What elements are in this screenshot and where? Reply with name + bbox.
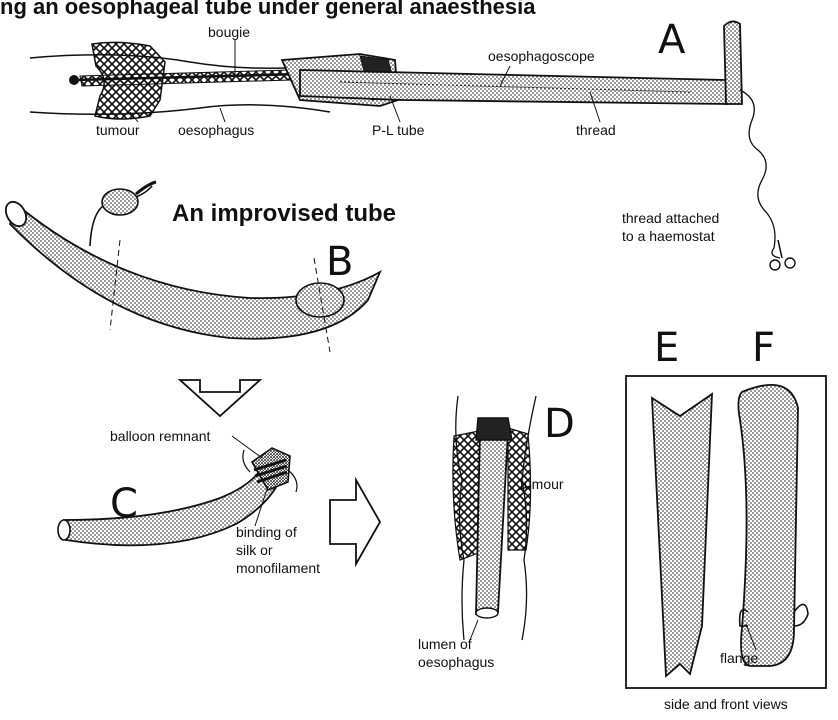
hanging-thread: [740, 90, 780, 258]
label-lumen-1: lumen of: [418, 636, 472, 653]
d-tube-body: [476, 430, 508, 614]
label-oesophagoscope: oesophagoscope: [488, 48, 595, 65]
panel-e-letter: E: [654, 328, 679, 368]
cut-tube-end: [58, 520, 70, 540]
d-balloon-remnant: [476, 418, 512, 440]
panel-c-letter: C: [110, 484, 138, 524]
panel-a-letter: A: [658, 20, 685, 60]
f-tube-front-view: [738, 385, 798, 666]
panel-d-drawing: [453, 396, 536, 640]
d-tube-lumen: [476, 608, 498, 618]
label-oesophagus-a: oesophagus: [178, 122, 254, 139]
f-flange-right: [794, 604, 808, 626]
panel-c-drawing: [58, 380, 380, 564]
leader-oesophagus: [220, 108, 225, 122]
label-thread-note-1: thread attached: [622, 210, 719, 227]
ef-caption: side and front views: [664, 696, 788, 713]
e-tube-side-view: [652, 394, 712, 676]
haemostat-blade: [778, 240, 782, 258]
oesophagoscope-handle: [724, 21, 742, 104]
label-bougie: bougie: [208, 24, 250, 41]
label-thread: thread: [576, 122, 616, 139]
panel-b-letter: B: [326, 242, 353, 282]
label-balloon-remnant: balloon remnant: [110, 428, 210, 445]
oesophagus-wall-top: [30, 55, 320, 68]
label-flange: flange: [720, 650, 758, 667]
label-binding-2: silk or: [236, 542, 273, 559]
label-binding-1: binding of: [236, 524, 297, 541]
figure-heading: ng an oesophageal tube under general ana…: [0, 0, 650, 20]
haemostat-ring-left: [770, 260, 780, 270]
label-lumen-2: oesophagus: [418, 654, 494, 671]
pilot-balloon: [102, 189, 138, 215]
right-arrow: [330, 480, 380, 564]
label-tumour-d: tumour: [520, 476, 564, 493]
panel-f-letter: F: [752, 328, 775, 368]
bougie-tip: [69, 75, 79, 85]
label-binding-3: monofilament: [236, 560, 320, 577]
leader-balloon: [232, 436, 262, 458]
down-arrow: [180, 380, 260, 416]
balloon-cuff: [296, 283, 344, 317]
oesophagus-wall-bottom: [30, 105, 330, 114]
label-pl-tube: P-L tube: [372, 122, 424, 139]
panel-ef-drawing: [626, 376, 826, 688]
haemostat-ring-right: [785, 258, 795, 268]
label-tumour-a: tumour: [96, 122, 140, 139]
panel-d-letter: D: [544, 404, 575, 444]
panel-b-title: An improvised tube: [172, 200, 396, 228]
label-thread-note-2: to a haemostat: [622, 228, 715, 245]
